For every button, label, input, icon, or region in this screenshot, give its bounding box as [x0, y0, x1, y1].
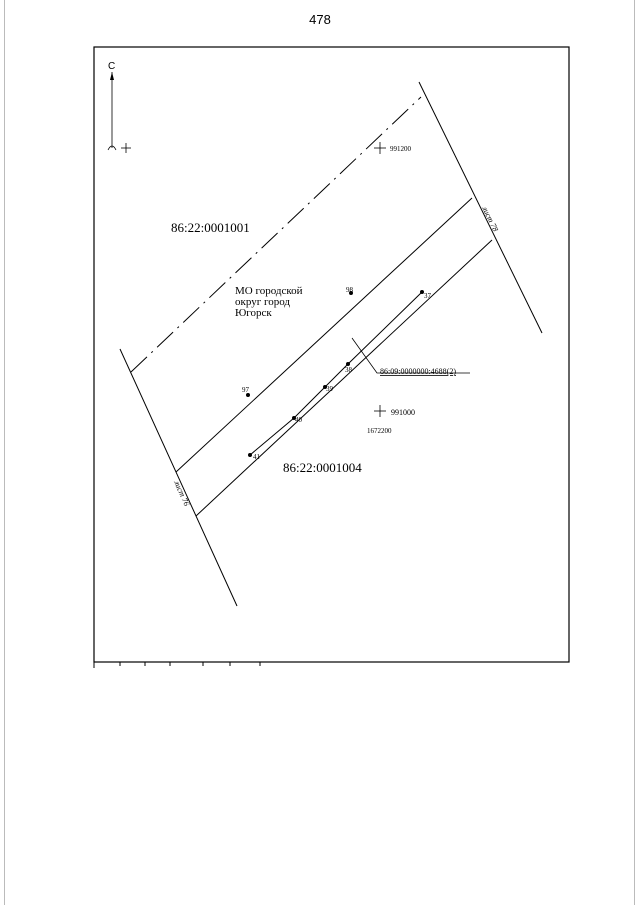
grid-cross-top: [374, 142, 386, 154]
grid-label-top: 991200: [390, 145, 412, 153]
point-labels: 97 98 37 38 39 40 41: [242, 286, 432, 461]
parcel-label-target: 86:09:0000000:4688(2): [380, 367, 456, 376]
scan-edge-left: [4, 0, 5, 905]
label-40: 40: [295, 416, 303, 424]
page-number: 478: [309, 12, 331, 27]
parcel-edge-upper: [175, 197, 473, 473]
parcel-label-upper: 86:22:0001001: [171, 220, 250, 235]
sheet-ref-left: лист 76: [172, 478, 192, 507]
grid-label-bottom-x: 1672200: [367, 427, 392, 435]
grid-cross-bottom: [374, 405, 386, 417]
target-leader: [351, 337, 470, 374]
point-97: [246, 393, 250, 397]
north-arrow: С: [107, 61, 117, 151]
map-frame: [93, 46, 570, 663]
label-41: 41: [253, 453, 261, 461]
sheet-ref-right: лист 78: [480, 204, 500, 233]
scale-ticks: [93, 662, 261, 668]
label-38: 38: [345, 366, 353, 374]
scan-edge-right: [634, 0, 635, 905]
parcel-edge-lower: [195, 239, 493, 517]
municipal-boundary: [130, 96, 422, 373]
sheet-boundary-right: [418, 81, 543, 334]
point-41: [248, 453, 252, 457]
region-label-line3: Югорск: [235, 307, 272, 319]
label-39: 39: [326, 385, 334, 393]
point-98: [349, 291, 353, 295]
region-label-line2: округ город: [235, 296, 290, 308]
grid-label-bottom-y: 991000: [391, 408, 415, 417]
region-label-line1: МО городской: [235, 285, 303, 297]
grid-cross-icon: [121, 143, 131, 153]
point-38: [346, 362, 350, 366]
label-37: 37: [424, 292, 432, 300]
point-37: [420, 290, 424, 294]
sheet-boundary-left: [119, 348, 238, 607]
north-label: С: [108, 61, 115, 72]
label-98: 98: [346, 286, 354, 294]
parcel-label-lower: 86:22:0001004: [283, 460, 362, 475]
survey-points: [246, 290, 424, 457]
label-97: 97: [242, 386, 250, 394]
point-40: [292, 416, 296, 420]
point-39: [323, 385, 327, 389]
